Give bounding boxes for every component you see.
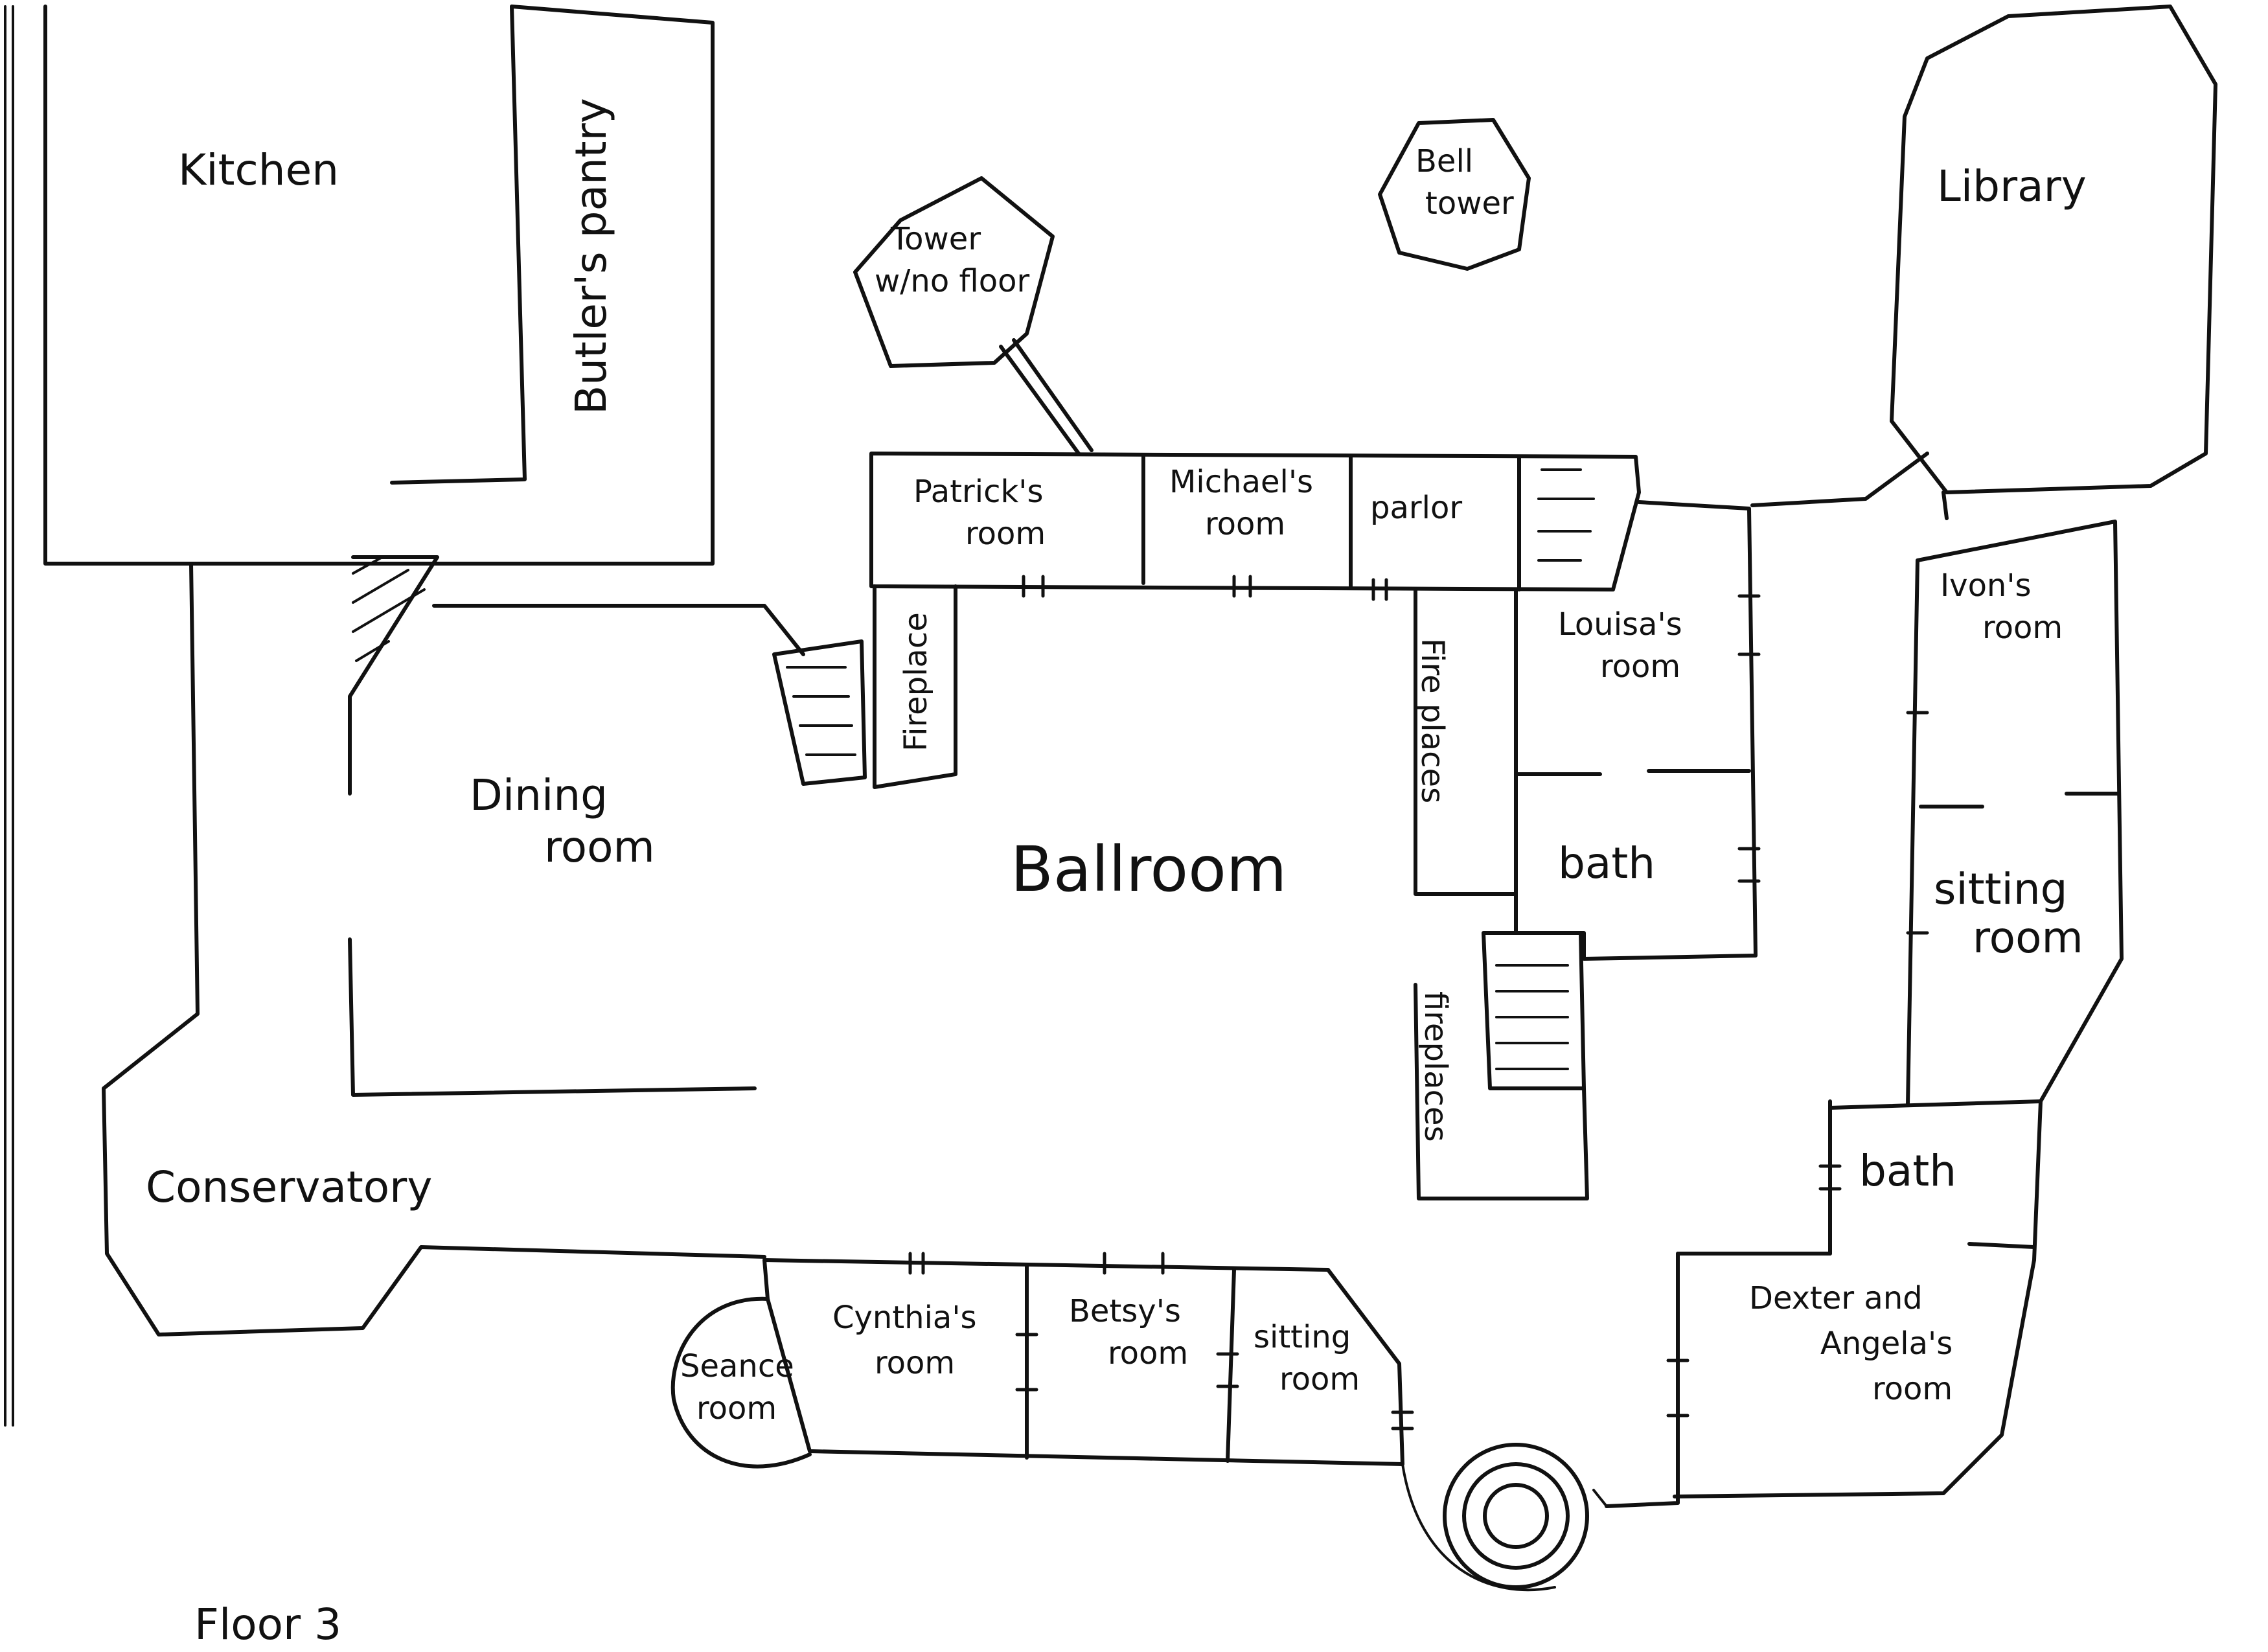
label-seance-room-line1: Seance <box>680 1348 794 1384</box>
label-cynthias-room-line2: room <box>875 1345 955 1381</box>
label-bell-tower-line1: Bell <box>1415 143 1473 179</box>
label-ivans-room-line2: room <box>1982 610 2063 646</box>
label-dining-room-line2: room <box>544 822 655 872</box>
label-dining-room-line1: Dining <box>470 770 608 820</box>
label-louisas-room-line2: room <box>1600 648 1680 685</box>
label-kitchen: Kitchen <box>178 145 339 195</box>
label-betsys-room-line2: room <box>1108 1335 1188 1371</box>
label-seance-room-line2: room <box>696 1390 777 1427</box>
label-sitting-room-bottom-line1: sitting <box>1254 1319 1351 1355</box>
room-labels: Kitchen Butler's pantry Tower w/no floor… <box>146 98 2087 1649</box>
label-sitting-room-right-line1: sitting <box>1934 864 2068 914</box>
label-tower-line1: Tower <box>890 221 981 257</box>
label-library: Library <box>1937 161 2087 211</box>
label-ballroom: Ballroom <box>1011 833 1287 906</box>
walls <box>4 5 2217 1592</box>
label-tower-line2: w/no floor <box>875 263 1029 299</box>
label-sitting-room-bottom-line2: room <box>1279 1361 1360 1397</box>
label-dexter-angelas-room-line3: room <box>1872 1371 1953 1407</box>
label-patricks-room-line2: room <box>965 516 1046 552</box>
label-dexter-angelas-room-line1: Dexter and <box>1749 1280 1923 1316</box>
label-sitting-room-right-line2: room <box>1973 913 2083 963</box>
label-cynthias-room-line1: Cynthia's <box>832 1300 977 1336</box>
door-marks <box>908 575 1929 1430</box>
label-bath-lower: bath <box>1859 1146 1956 1196</box>
label-ivans-room-line1: Ivon's <box>1940 568 2032 604</box>
label-butlers-pantry: Butler's pantry <box>566 98 616 415</box>
label-parlor: parlor <box>1370 490 1462 526</box>
label-bath-upper: bath <box>1558 838 1655 888</box>
label-dexter-angelas-room-line2: Angela's <box>1820 1325 1953 1362</box>
floor-label: Floor 3 <box>194 1600 341 1649</box>
label-betsys-room-line1: Betsy's <box>1069 1293 1181 1329</box>
label-patricks-room-line1: Patrick's <box>913 474 1043 510</box>
label-bell-tower-line2: tower <box>1425 185 1514 222</box>
label-louisas-room-line1: Louisa's <box>1558 606 1682 643</box>
stair-hatching <box>352 468 1595 1070</box>
label-fireplaces-lower: fireplaces <box>1417 991 1454 1142</box>
label-fireplace: Fireplace <box>898 612 934 751</box>
label-michaels-room-line2: room <box>1205 506 1285 542</box>
label-fire-places: Fire places <box>1414 638 1450 803</box>
label-michaels-room-line1: Michael's <box>1169 464 1313 500</box>
label-conservatory: Conservatory <box>146 1162 432 1212</box>
